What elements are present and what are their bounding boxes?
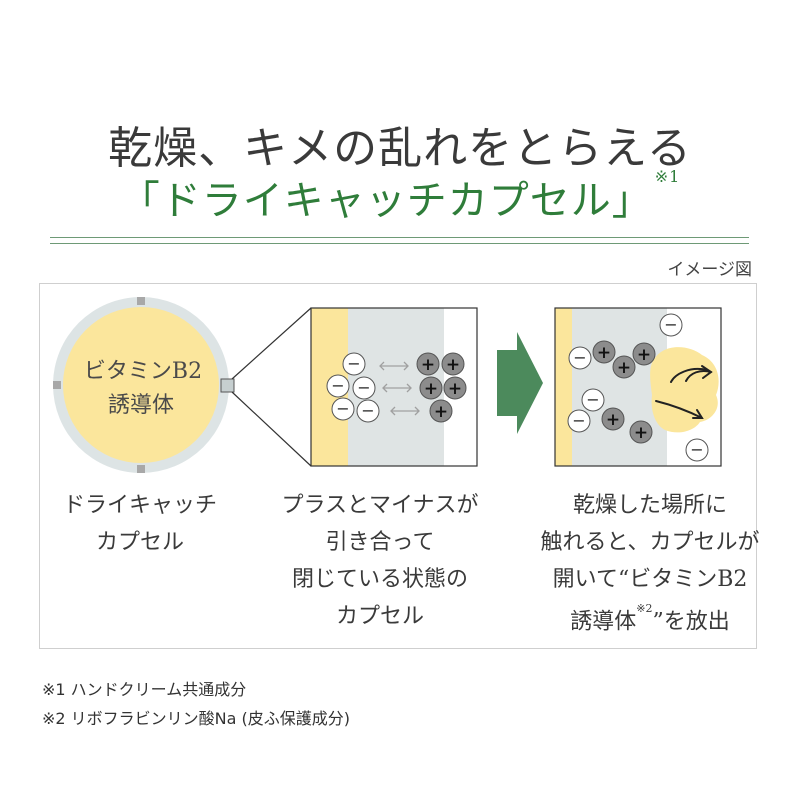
image-note: イメージ図 <box>667 260 752 280</box>
minus-sign: − <box>572 411 585 430</box>
plus-sign: + <box>446 355 460 375</box>
zoom-line-bottom <box>231 391 312 467</box>
caption-footnote-mark: ※2 <box>636 602 653 615</box>
caption-line: 乾燥した場所に <box>572 493 727 518</box>
minus-sign: − <box>690 440 703 459</box>
caption-line: 開いて“ビタミンB2 <box>552 567 748 592</box>
plus-sign: + <box>434 402 448 422</box>
caption-line: 引き合って <box>325 530 435 555</box>
caption-line: プラスとマイナスが <box>281 493 479 518</box>
open-capsule-panel: − − − − − + + + + + <box>554 307 722 467</box>
minus-sign: − <box>336 399 349 418</box>
page-subtitle: 「ドライキャッチカプセル」※1 <box>0 166 800 226</box>
plus-sign: + <box>448 379 462 399</box>
plus-sign: + <box>617 358 631 378</box>
release-arrows-icon <box>655 365 713 419</box>
caption-middle: プラスとマイナスが 引き合って 閉じている状態の カプセル <box>250 487 510 635</box>
footnote-1: ※1 ハンドクリーム共通成分 <box>42 680 247 699</box>
caption-line: 触れると、カプセルが <box>540 530 760 555</box>
minus-sign: − <box>586 390 599 409</box>
minus-sign: − <box>347 354 360 373</box>
caption-line: 誘導体※2”を放出 <box>505 598 795 640</box>
caption-line: カプセル <box>335 604 424 629</box>
minus-sign: − <box>361 401 374 420</box>
attraction-arrows <box>379 361 420 416</box>
plus-sign: + <box>597 343 611 363</box>
capsule-icon: ビタミンB2 誘導体 <box>53 297 235 473</box>
plus-sign: + <box>634 423 648 443</box>
double-divider <box>50 237 749 244</box>
minus-sign: − <box>664 315 677 334</box>
caption-text: ”を放出 <box>652 609 730 635</box>
caption-text: 誘導体 <box>570 609 637 635</box>
footnote-2: ※2 リボフラビンリン酸Na (皮ふ保護成分) <box>42 709 351 728</box>
diagram-frame <box>39 283 757 649</box>
product-name: 「ドライキャッチカプセル」 <box>119 178 653 224</box>
caption-line: ドライキャッチ <box>62 493 217 518</box>
capsule-label-line1: ビタミンB2 <box>84 359 202 384</box>
minus-sign: − <box>331 376 344 395</box>
plus-sign: + <box>637 345 651 365</box>
title-footnote-mark: ※1 <box>654 166 681 186</box>
page-title: 乾燥、キメの乱れをとらえる <box>108 123 692 174</box>
caption-left: ドライキャッチ カプセル <box>40 487 240 561</box>
closed-capsule-panel: − − − − − + + + + + <box>310 307 478 467</box>
plus-sign: + <box>606 410 620 430</box>
caption-line: カプセル <box>95 530 184 555</box>
plus-sign: + <box>424 379 438 399</box>
minus-sign: − <box>573 348 586 367</box>
caption-line: 閉じている状態の <box>291 567 468 592</box>
minus-sign: − <box>357 378 370 397</box>
capsule-label-line2: 誘導体 <box>108 393 174 418</box>
plus-sign: + <box>421 355 435 375</box>
process-arrow-icon <box>497 332 543 434</box>
caption-right: 乾燥した場所に 触れると、カプセルが 開いて“ビタミンB2 誘導体※2”を放出 <box>505 487 795 640</box>
zoom-line-top <box>231 307 312 380</box>
